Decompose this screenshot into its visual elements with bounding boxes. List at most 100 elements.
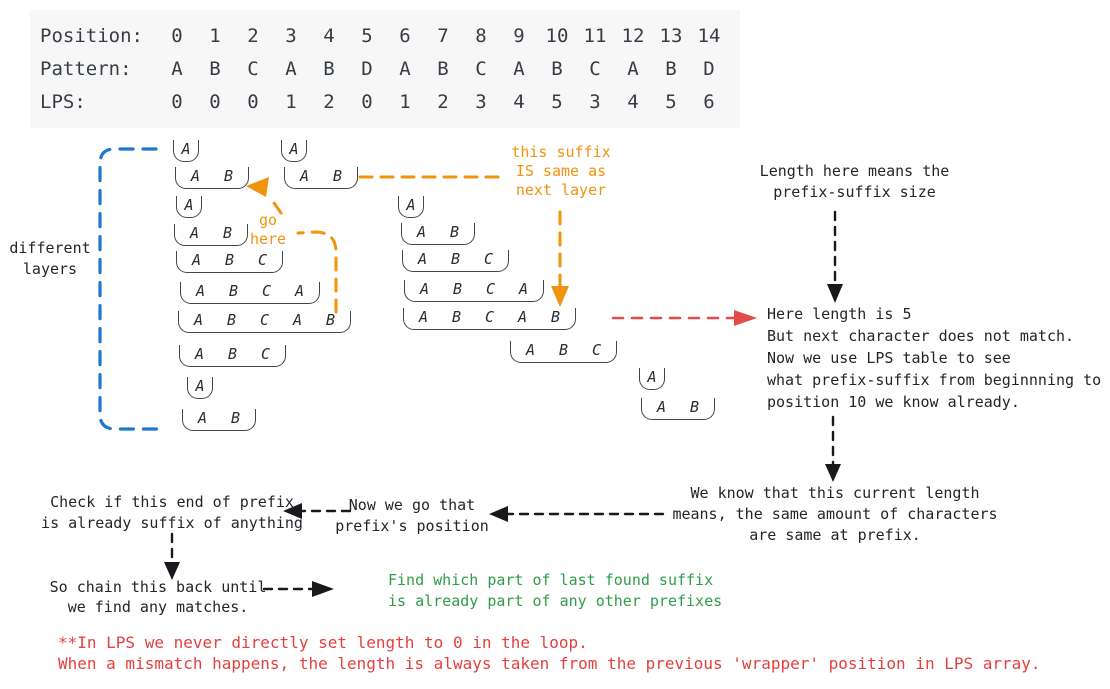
mismatch-arrowhead — [734, 310, 757, 326]
footnote: **In LPS we never directly set length to… — [58, 633, 1041, 673]
table-cell: 14 — [697, 24, 721, 47]
mismatch-note: Here length is 5 But next character does… — [767, 305, 1102, 411]
lps-flow-arrowhead — [825, 464, 841, 482]
table-cell: 3 — [285, 24, 297, 47]
pattern-letter: C — [485, 280, 496, 298]
table-cell: 6 — [703, 90, 715, 113]
pattern-letter: B — [450, 250, 461, 268]
table-cell: B — [323, 57, 335, 80]
pattern-letter: A — [416, 223, 427, 241]
table-cell: 0 — [361, 90, 373, 113]
suffix-down-arrowhead — [551, 286, 569, 307]
go-here-curve — [296, 230, 338, 314]
pattern-letter: B — [224, 251, 235, 269]
table-cell: A — [285, 57, 297, 80]
pattern-letter: A — [191, 251, 202, 269]
pattern-letter: C — [259, 311, 270, 329]
pattern-letter: A — [184, 196, 194, 214]
pattern-letter: A — [194, 345, 205, 363]
layer-bracket: A B C — [510, 341, 617, 363]
pattern-letter: A — [195, 282, 206, 300]
goto-prefix-note: Now we go that prefix's position — [335, 496, 489, 535]
table-cell: 4 — [627, 90, 639, 113]
table-cell: A — [399, 57, 411, 80]
pattern-letter: B — [550, 308, 561, 326]
table-cell: 2 — [323, 90, 335, 113]
row-label-pattern: Pattern: — [40, 57, 132, 80]
pattern-letter: A — [289, 140, 299, 158]
chain-to-find-arrowhead — [312, 581, 334, 597]
pattern-letter: C — [591, 341, 602, 359]
table-cell: 3 — [589, 90, 601, 113]
table-cell: 1 — [209, 24, 221, 47]
pattern-letter: A — [189, 224, 200, 242]
pattern-letter: B — [227, 345, 238, 363]
row-label-position: Position: — [40, 24, 143, 47]
table-cell: 7 — [437, 24, 449, 47]
go-here-arrowhead — [246, 177, 269, 197]
table-cell: 5 — [551, 90, 563, 113]
table-cell: 1 — [285, 90, 297, 113]
pattern-letter: A — [294, 282, 305, 300]
pattern-letter: A — [419, 280, 430, 298]
length-note-arrowhead — [827, 284, 843, 303]
table-cell: 1 — [399, 90, 411, 113]
table-cell: B — [551, 57, 563, 80]
pattern-letter: B — [689, 398, 700, 416]
table-cell: 2 — [437, 90, 449, 113]
pattern-letter: A — [195, 377, 205, 395]
table-cell: 0 — [209, 90, 221, 113]
chain-back-note: So chain this back until we find any mat… — [49, 578, 267, 616]
pattern-letter: A — [656, 398, 667, 416]
pattern-letter: A — [181, 140, 191, 158]
table-cell: 13 — [659, 24, 683, 47]
different-layers-brace — [98, 147, 159, 431]
pattern-letter: A — [418, 308, 429, 326]
table-cell: 0 — [247, 90, 259, 113]
layer-bracket: A B C — [176, 251, 283, 273]
current-length-note: We know that this current length means, … — [672, 484, 998, 544]
table-cell: 6 — [399, 24, 411, 47]
pattern-letter: A — [525, 341, 536, 359]
pattern-letter: A — [197, 409, 208, 427]
pattern-letter: A — [647, 368, 657, 386]
pattern-letter: B — [558, 341, 569, 359]
pattern-letter: B — [226, 311, 237, 329]
pattern-letter: A — [518, 280, 529, 298]
table-cell: 4 — [323, 24, 335, 47]
different-layers-label: different layers — [9, 239, 91, 278]
pattern-letter: B — [451, 308, 462, 326]
pattern-letter: A — [193, 311, 204, 329]
pattern-letter: B — [223, 167, 234, 185]
pattern-letter: A — [190, 167, 201, 185]
layer-bracket: A — [639, 368, 665, 390]
pattern-letter: A — [517, 308, 528, 326]
layer-bracket: A — [281, 140, 307, 162]
table-cell: D — [703, 57, 715, 80]
pattern-letter: B — [228, 282, 239, 300]
pattern-letter: B — [449, 223, 460, 241]
pattern-letter: C — [257, 251, 268, 269]
layer-bracket: A — [176, 196, 202, 218]
table-cell: 0 — [171, 24, 183, 47]
check-prefix-note: Check if this end of prefix is already s… — [41, 493, 303, 532]
table-cell: C — [247, 57, 259, 80]
pattern-letter: C — [483, 250, 494, 268]
table-cell: 9 — [513, 24, 525, 47]
table-cell: 5 — [361, 24, 373, 47]
